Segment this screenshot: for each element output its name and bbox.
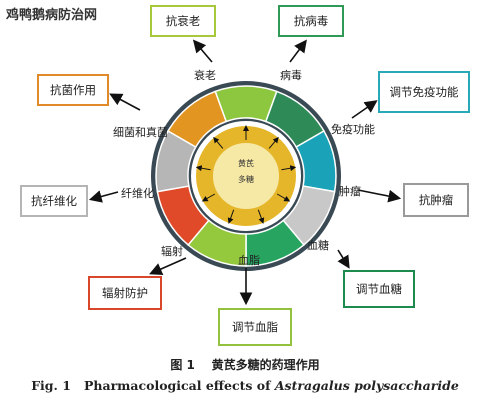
ring-segments: [155, 85, 337, 267]
outer-arrow: [351, 100, 378, 119]
outer-arrow: [88, 190, 119, 203]
watermark-text: 鸡鸭鹅病防治网: [6, 8, 98, 23]
box-glucose-regulation: 调节血糖: [343, 270, 415, 308]
ring-label-bacteria: 细菌和真菌: [113, 126, 168, 139]
outer-arrow: [149, 257, 187, 275]
inner-arrows: [195, 125, 297, 224]
inner-arrow: [281, 165, 297, 172]
inner-arrow: [257, 209, 265, 224]
box-lipid-regulation: 调节血脂: [218, 308, 292, 346]
inner-arrow: [268, 136, 279, 149]
box-antitumor: 抗肿瘤: [403, 183, 469, 217]
box-immune-regulation: 调节免疫功能: [378, 71, 470, 113]
outer-arrow: [357, 189, 402, 203]
ring-label-fibrosis: 纤维化: [121, 187, 154, 200]
ring-label-immune: 免疫功能: [331, 123, 375, 136]
inner-arrow: [201, 193, 216, 202]
caption-english: Fig. 1 Pharmacological effects of Astrag…: [0, 378, 490, 393]
inner-arrow: [227, 209, 235, 224]
ring-segment: [167, 90, 228, 149]
ring-label-radiation: 辐射: [161, 245, 183, 258]
ring-label-lipid: 血脂: [238, 254, 260, 267]
caption-cn-text: 黄芪多糖的药理作用: [211, 358, 320, 372]
box-antifibrosis: 抗纤维化: [20, 185, 88, 217]
center-disc-inner: [211, 141, 281, 211]
caption-chinese: 图 1 黄芪多糖的药理作用: [0, 356, 490, 373]
ring-label-aging: 衰老: [194, 69, 216, 82]
box-antibacterial: 抗菌作用: [37, 74, 109, 106]
outer-arrow: [289, 39, 307, 63]
center-label-line1: 黄芪: [238, 158, 254, 168]
caption-en-italic: Astragalus polysaccharide: [274, 378, 459, 393]
box-radiation-protection: 辐射防护: [88, 276, 162, 310]
inner-arrow: [195, 165, 211, 172]
outer-arrow: [337, 249, 350, 269]
inner-arrow: [276, 193, 291, 202]
outer-arrow: [192, 39, 213, 63]
outer-arrow: [109, 93, 141, 111]
outer-arrows: [88, 39, 402, 306]
center-label-line2: 多糖: [238, 174, 254, 184]
inner-arrow: [213, 136, 224, 149]
ring-label-tumor: 肿瘤: [339, 185, 361, 198]
caption-en-prefix: Fig. 1 Pharmacological effects of: [31, 378, 275, 393]
box-anti-aging: 抗衰老: [150, 5, 216, 37]
ring-label-virus: 病毒: [280, 69, 302, 82]
caption-cn-figure: 图 1: [170, 358, 195, 372]
ring-label-glucose: 血糖: [307, 239, 329, 252]
box-antiviral: 抗病毒: [278, 5, 344, 37]
